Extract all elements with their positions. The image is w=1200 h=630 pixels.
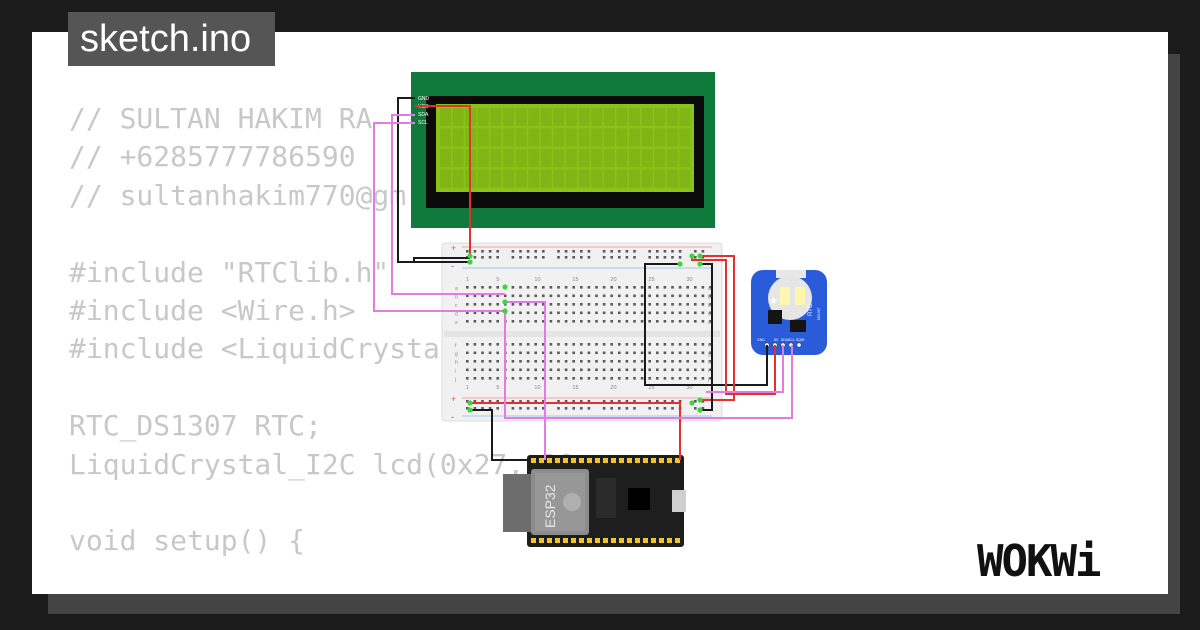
rtc-vcc-wire xyxy=(700,255,735,401)
rail-plus-mark: + xyxy=(451,243,456,253)
svg-text:b: b xyxy=(708,295,711,301)
svg-text:d: d xyxy=(708,312,711,318)
esp-3v3-wire xyxy=(470,402,681,460)
svg-text:h: h xyxy=(708,360,711,366)
adafruit-star-icon: ★ xyxy=(769,296,778,307)
rtc-pin-label: 5V xyxy=(774,338,779,342)
svg-text:20: 20 xyxy=(610,385,616,391)
svg-text:15: 15 xyxy=(572,385,578,391)
lcd-scl-wire xyxy=(373,122,505,312)
svg-text:f: f xyxy=(455,343,457,349)
connection-dots xyxy=(467,253,703,413)
svg-text:h: h xyxy=(455,360,458,366)
rtc-gnd-wire xyxy=(644,263,768,386)
lcd-display[interactable]: GND VCC SDA SCL xyxy=(411,72,715,228)
svg-text:i: i xyxy=(455,369,456,375)
esp32-pin-headers xyxy=(531,458,680,543)
code-line: #include "RTClib.h" xyxy=(69,255,390,289)
code-line: // SULTAN HAKIM RA xyxy=(69,102,373,135)
rtc-sublabel: DS1307 xyxy=(817,307,821,320)
svg-text:j: j xyxy=(707,377,709,383)
svg-text:a: a xyxy=(455,286,458,292)
code-editor[interactable]: // SULTAN HAKIM RA // +6285777786590 // su… xyxy=(69,100,575,561)
svg-text:a: a xyxy=(708,286,711,292)
lcd-vcc-wire xyxy=(415,105,471,256)
code-line: RTC_DS1307 RTC; xyxy=(69,409,322,443)
wokwi-logo[interactable]: WOKWi xyxy=(975,534,1150,587)
rail-minus-mark: - xyxy=(451,412,454,422)
code-line: #include <Wire.h> xyxy=(69,293,356,327)
svg-text:f: f xyxy=(708,343,710,349)
svg-text:5: 5 xyxy=(496,277,499,283)
gnd-rail-jumper xyxy=(413,257,470,263)
esp-sda-wire xyxy=(505,301,546,460)
svg-text:15: 15 xyxy=(572,277,578,283)
code-line: // sultanhakim770@gm xyxy=(69,178,407,212)
rtc-pin-label: SDA xyxy=(781,338,789,342)
svg-text:25: 25 xyxy=(648,385,654,391)
svg-text:10: 10 xyxy=(534,277,540,283)
svg-text:25: 25 xyxy=(648,277,654,283)
svg-text:10: 10 xyxy=(534,385,540,391)
svg-text:j: j xyxy=(454,377,456,383)
rail-plus-mark: + xyxy=(451,394,456,404)
rail-minus-mark: - xyxy=(451,261,454,271)
breadboard-holes xyxy=(466,250,712,410)
rtc-vcc-wire-2 xyxy=(691,256,776,395)
rtc-pin-label: GND xyxy=(757,338,765,342)
svg-text:b: b xyxy=(455,295,458,301)
esp32-board[interactable]: ESP32 xyxy=(503,455,686,547)
svg-text:1: 1 xyxy=(466,277,469,283)
esp32-label: ESP32 xyxy=(542,484,558,528)
lcd-pin-label: SCL xyxy=(418,120,428,126)
file-tab[interactable]: sketch.ino xyxy=(68,12,276,66)
rtc-pin-label: SCL xyxy=(788,338,795,342)
lcd-pin-label: GND xyxy=(418,96,430,102)
svg-text:30: 30 xyxy=(686,385,692,391)
svg-text:g: g xyxy=(708,352,711,358)
svg-text:20: 20 xyxy=(610,277,616,283)
code-line: void setup() { xyxy=(69,524,306,558)
code-line: // +6285777786590 xyxy=(69,140,356,174)
svg-text:i: i xyxy=(708,369,709,375)
rtc-pin-label: SQW xyxy=(796,338,805,342)
svg-text:g: g xyxy=(455,352,458,358)
lcd-sda-wire xyxy=(391,114,505,295)
esp-gnd-wire xyxy=(470,409,528,461)
code-line: #include <LiquidCrystal_ xyxy=(69,332,474,366)
wires xyxy=(373,97,793,461)
svg-text:d: d xyxy=(455,312,458,318)
rtc-module[interactable]: ★ RTC DS1307 GND 5V SDA SCL SQW xyxy=(751,270,827,355)
logo-text: WOKWi xyxy=(977,536,1101,584)
svg-text:e: e xyxy=(455,320,458,326)
svg-text:c: c xyxy=(708,303,711,309)
svg-text:e: e xyxy=(708,320,711,326)
svg-text:30: 30 xyxy=(686,277,692,283)
svg-text:1: 1 xyxy=(466,385,469,391)
svg-text:5: 5 xyxy=(496,385,499,391)
svg-text:c: c xyxy=(455,303,458,309)
wokwi-logo-icon: WOKWi xyxy=(977,536,1103,587)
rtc-sda-wire xyxy=(706,345,784,393)
code-line: LiquidCrystal_I2C lcd(0x27, 20 xyxy=(69,447,575,481)
esp-scl-wire xyxy=(504,311,793,419)
rtc-label: RTC xyxy=(808,303,814,316)
lcd-pin-label: SDA xyxy=(418,112,429,118)
rtc-gnd-rail-wire xyxy=(700,263,713,411)
